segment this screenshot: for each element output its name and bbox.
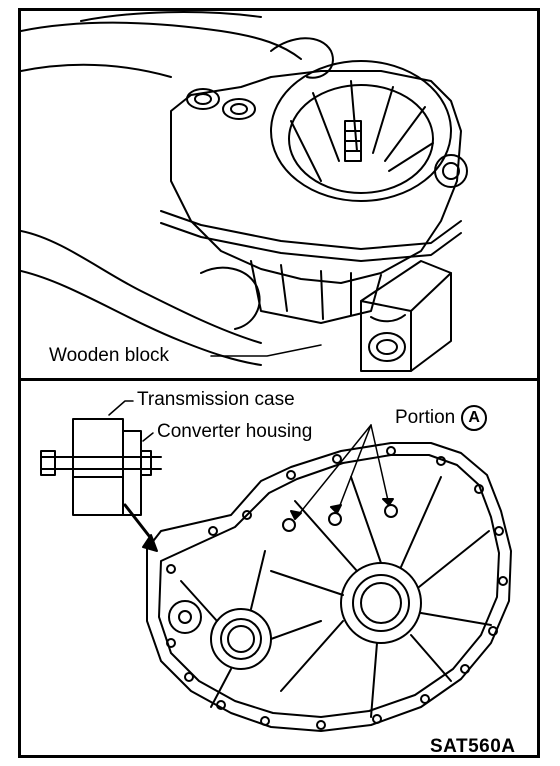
transmission-case-label: Transmission case (137, 389, 295, 410)
converter-housing-label: Converter housing (157, 421, 313, 442)
figure-frame (18, 8, 540, 758)
bottom-panel: Transmission case Converter housing Port… (21, 381, 537, 755)
portion-marker-circle: A (461, 405, 488, 431)
portion-label-text: Portion (395, 407, 456, 429)
transmission-on-block-illustration (21, 11, 468, 372)
top-panel: Wooden block (21, 11, 537, 378)
wooden-block-label: Wooden block (49, 345, 170, 366)
panel-divider (18, 378, 540, 381)
converter-housing-illustration (40, 400, 512, 732)
figure-code: SAT560A (430, 736, 516, 757)
